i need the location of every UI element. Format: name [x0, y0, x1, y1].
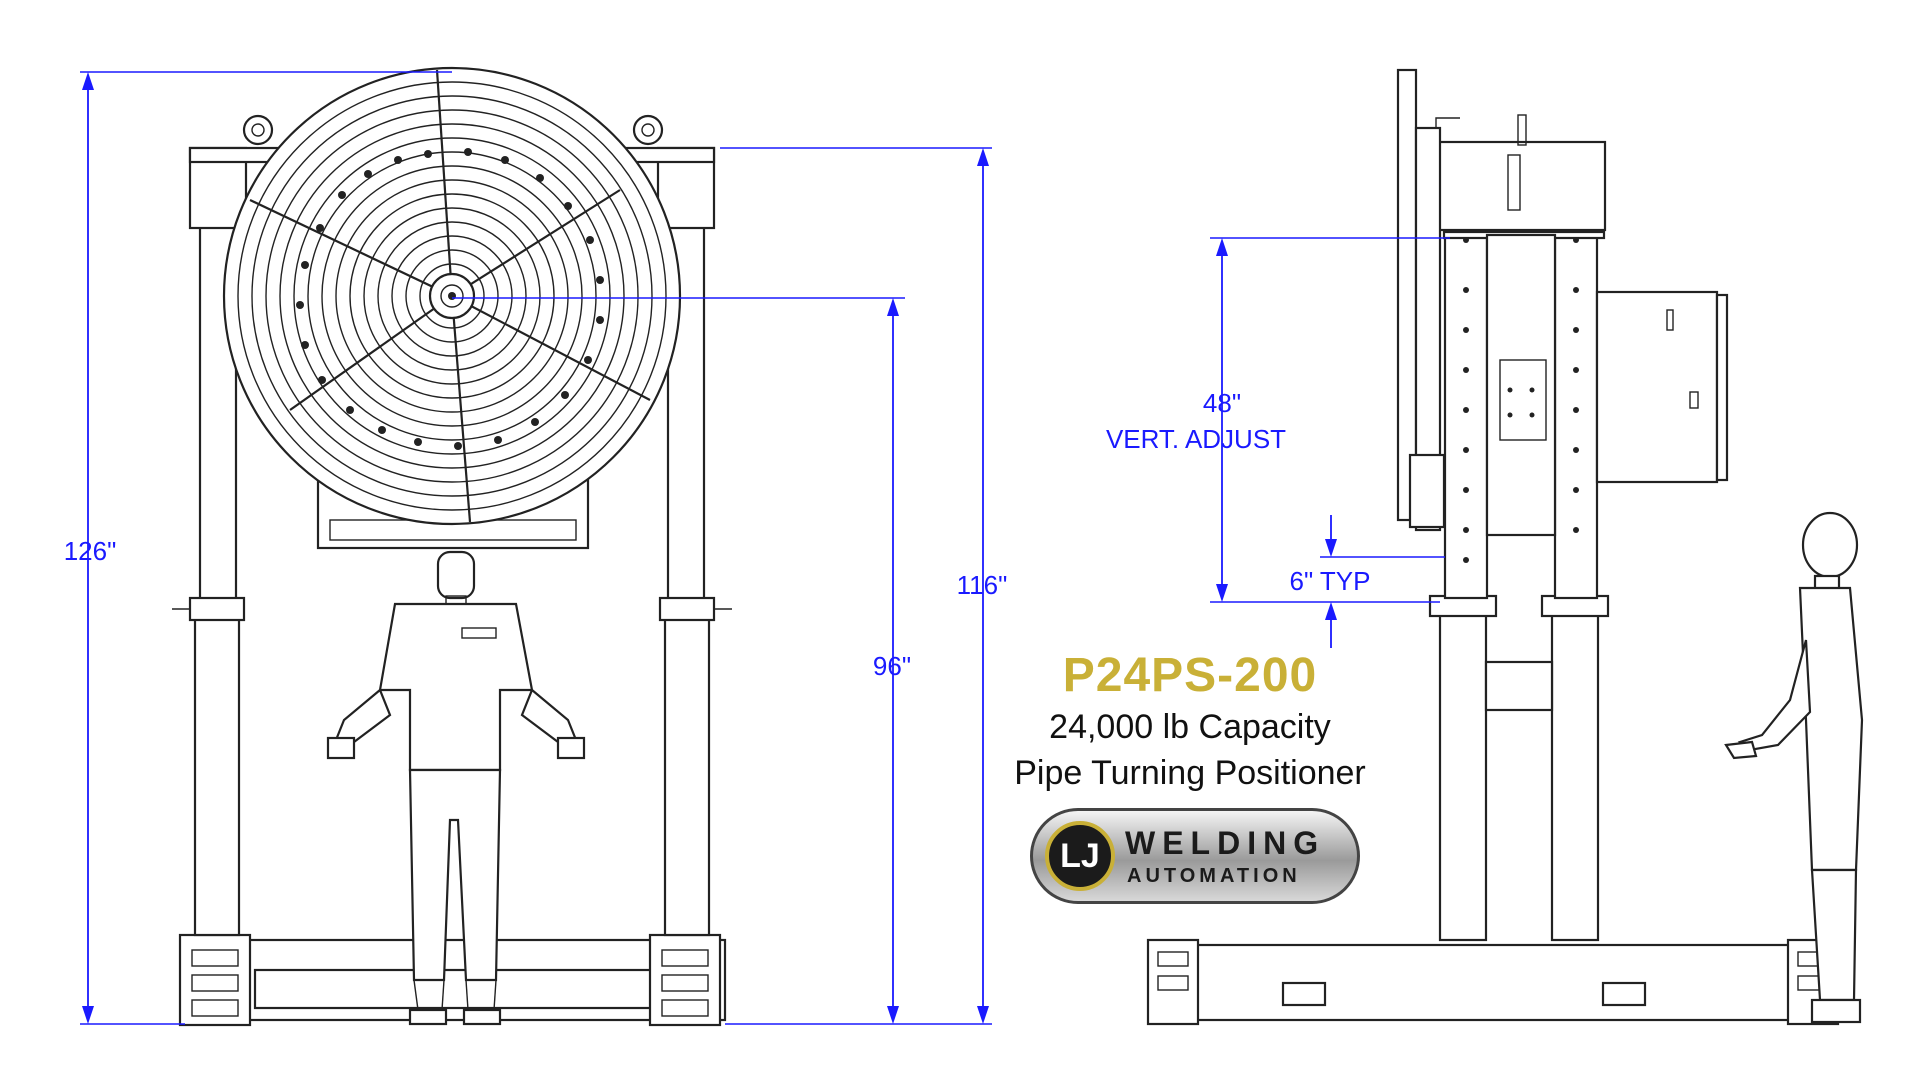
vert-adjust-label: VERT. ADJUST — [1106, 424, 1286, 454]
side-gearbox — [1595, 290, 1719, 484]
side-faceplate — [1396, 68, 1418, 522]
front-right-lifting-eye — [632, 114, 664, 146]
side-carriage — [1485, 233, 1557, 537]
front-left-foot — [178, 933, 252, 1027]
front-left-clamp — [188, 596, 246, 622]
overall-height-label: 126" — [64, 536, 117, 566]
center-height-label: 96" — [873, 651, 911, 681]
front-left-lifting-eye — [242, 114, 274, 146]
side-human-figure — [1724, 511, 1864, 1024]
side-head — [1435, 140, 1607, 232]
front-human-figure — [326, 550, 586, 1026]
logo-badge: LJ — [1045, 821, 1115, 891]
product-description: Pipe Turning Positioner — [1014, 754, 1366, 792]
side-left-foot — [1146, 938, 1200, 1026]
side-right-column-lower — [1550, 608, 1600, 942]
company-logo: LJ WELDING AUTOMATION — [1030, 808, 1360, 904]
logo-line1: WELDING — [1125, 825, 1326, 861]
capacity-label: 24,000 lb Capacity — [1049, 708, 1331, 746]
logo-line2: AUTOMATION — [1127, 865, 1301, 887]
front-faceplate — [222, 66, 682, 526]
front-right-column-lower — [663, 613, 711, 937]
typical-spacing-label: 6" TYP — [1289, 566, 1370, 596]
front-dimensions — [80, 71, 992, 1025]
front-view: 126" 116" 96" — [64, 66, 1008, 1027]
side-view: 48" VERT. ADJUST 6" TYP — [1106, 68, 1864, 1026]
front-right-foot — [648, 933, 722, 1027]
front-right-clamp — [658, 596, 716, 622]
vert-adjust-value: 48" — [1203, 388, 1241, 418]
top-height-label: 116" — [957, 570, 1008, 600]
front-left-column-lower — [193, 613, 241, 937]
side-dimensions — [1210, 237, 1450, 648]
front-base-beam — [253, 968, 657, 1010]
model-number: P24PS-200 — [1062, 649, 1318, 702]
